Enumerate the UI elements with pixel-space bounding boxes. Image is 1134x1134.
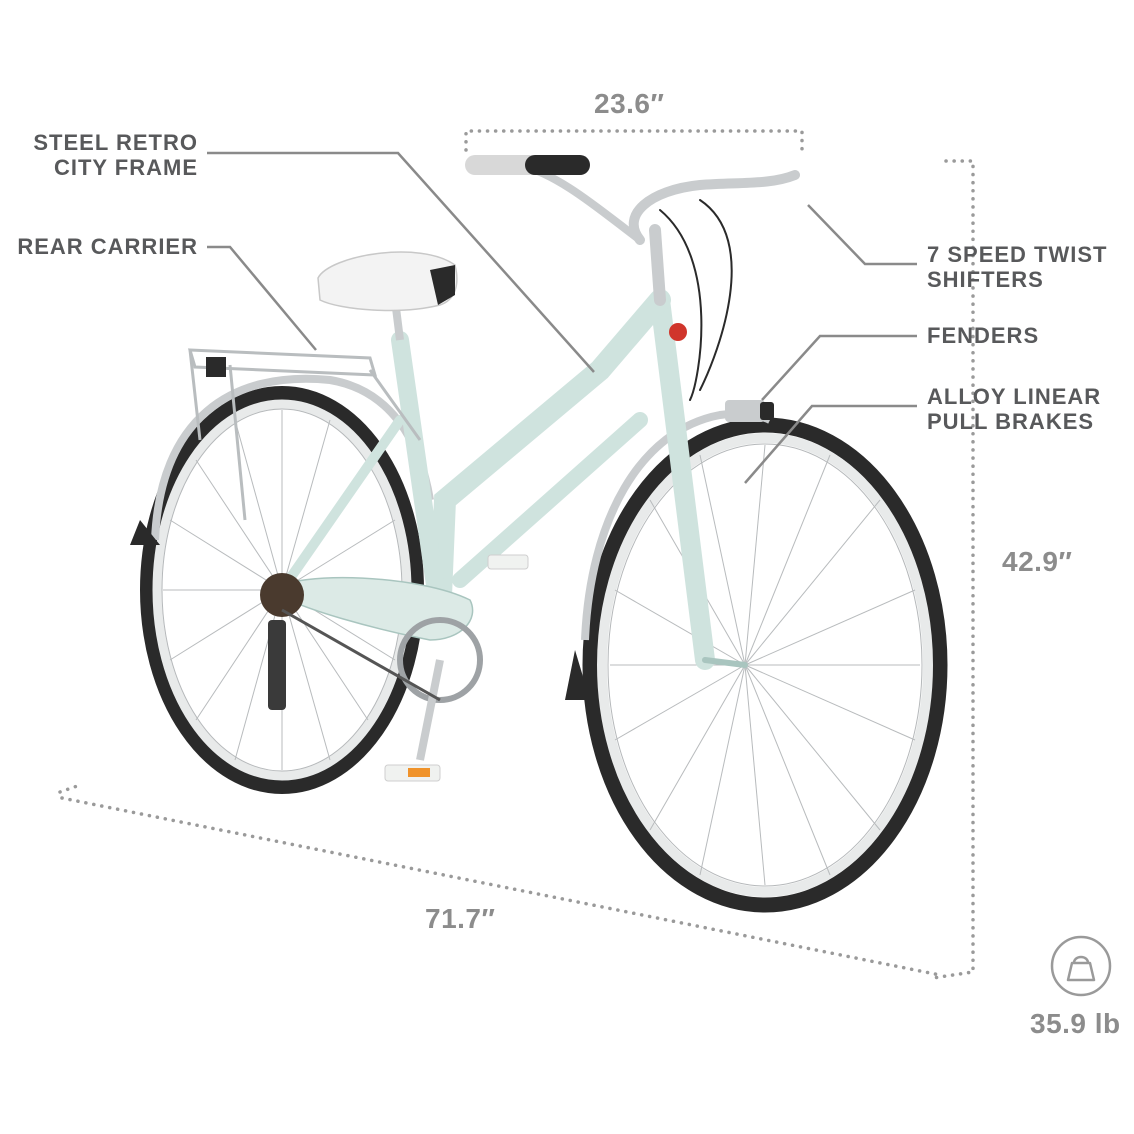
leader-shifters <box>807 204 917 266</box>
handlebar-width-line <box>464 129 804 154</box>
callout-brakes-line1: ALLOY LINEAR <box>927 384 1102 409</box>
leader-fenders <box>761 334 917 401</box>
callout-brakes-line2: PULL BRAKES <box>927 409 1095 434</box>
dimension-height: 42.9″ <box>1002 546 1073 577</box>
dimension-handlebar-width: 23.6″ <box>594 88 665 119</box>
callout-shifters-line1: 7 SPEED TWIST <box>927 242 1108 267</box>
rear-carrier <box>187 348 422 521</box>
dimension-weight: 35.9 lb <box>1030 1008 1121 1039</box>
callout-steel-retro-city-frame: STEEL RETRO CITY FRAME <box>0 130 198 180</box>
callout-alloy-linear-pull-brakes: ALLOY LINEAR PULL BRAKES <box>927 384 1101 434</box>
weight-bag-icon <box>1050 935 1112 997</box>
callout-rear-carrier: REAR CARRIER <box>0 234 198 259</box>
height-line <box>931 159 975 980</box>
leader-brakes <box>744 404 917 484</box>
callout-shifters-line2: SHIFTERS <box>927 267 1044 292</box>
leader-carrier <box>207 245 317 351</box>
callout-7-speed-twist-shifters: 7 SPEED TWIST SHIFTERS <box>927 242 1107 292</box>
callout-frame-line1: STEEL RETRO <box>33 130 198 155</box>
dimension-lines <box>58 129 975 980</box>
callout-frame-line2: CITY FRAME <box>53 155 198 180</box>
leader-lines <box>207 151 917 484</box>
callout-carrier-line1: REAR CARRIER <box>17 234 198 259</box>
length-line <box>58 783 942 977</box>
handlebar <box>465 155 800 401</box>
leader-frame <box>207 151 595 373</box>
callout-fenders: FENDERS <box>927 323 1039 348</box>
dimension-length: 71.7″ <box>425 903 496 934</box>
front-wheel <box>565 409 948 913</box>
callout-fenders-line1: FENDERS <box>927 323 1040 348</box>
